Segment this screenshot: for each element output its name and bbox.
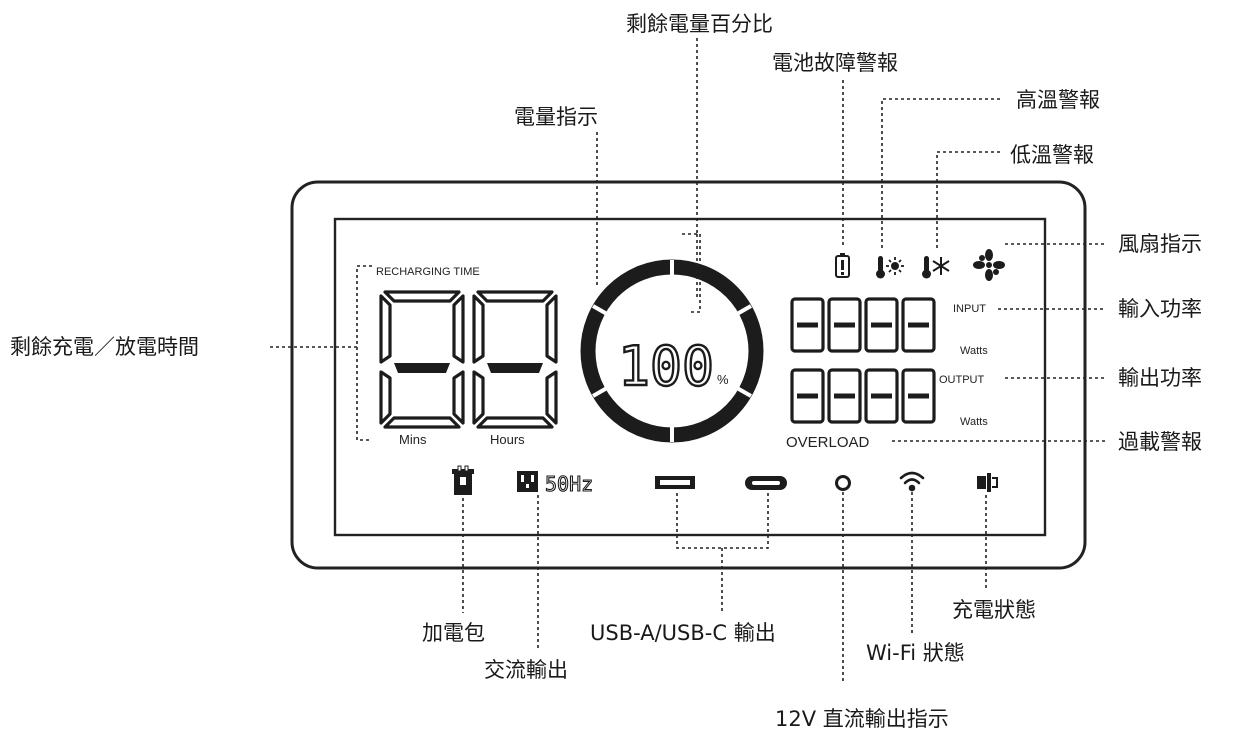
device-frame [290, 180, 1087, 570]
hours-label: Hours [490, 432, 525, 447]
charging-icon [977, 473, 998, 492]
input-digits [790, 297, 936, 353]
callout-output-power: 輸出功率 [1118, 366, 1202, 390]
watts-bottom-label: Watts [960, 416, 988, 428]
wifi-icon [899, 471, 925, 492]
output-label: OUTPUT [939, 374, 985, 386]
callout-dc-output: 12V 直流輸出指示 [775, 707, 949, 731]
watts-top-label: Watts [960, 345, 988, 357]
output-digits [790, 368, 936, 424]
callout-fan: 風扇指示 [1118, 232, 1202, 256]
callout-remaining-time: 剩餘充電／放電時間 [10, 335, 199, 359]
overload-label: OVERLOAD [786, 434, 870, 451]
callout-input-power: 輸入功率 [1118, 297, 1202, 321]
low-temp-icon [922, 256, 950, 279]
usb-a-icon [655, 476, 695, 489]
recharging-time-label: RECHARGING TIME [376, 266, 480, 278]
callout-charging: 充電狀態 [952, 598, 1036, 622]
percent-value: 100 [618, 335, 714, 398]
time-bracket [356, 265, 372, 441]
time-digit-hours [472, 290, 558, 429]
mins-label: Mins [399, 432, 427, 447]
callout-low-temp: 低溫警報 [1010, 143, 1094, 167]
high-temp-icon [876, 256, 904, 279]
callout-battery-fault: 電池故障警報 [772, 51, 898, 75]
percent-sign: % [717, 372, 729, 387]
callout-usb-output: USB-A/USB-C 輸出 [590, 621, 776, 645]
leader-lines [270, 38, 1106, 682]
extra-battery-icon [452, 465, 474, 495]
hz-label: 50Hz [545, 472, 593, 496]
callout-extra-battery: 加電包 [422, 621, 485, 645]
usb-c-icon [745, 476, 787, 490]
battery-level-ring [580, 259, 764, 443]
callout-wifi: Wi-Fi 狀態 [866, 641, 965, 665]
dc-output-icon [835, 475, 851, 491]
callout-high-temp: 高溫警報 [1016, 88, 1100, 112]
callout-battery-level: 電量指示 [514, 105, 598, 129]
lcd-screen [333, 217, 1047, 537]
ac-outlet-icon [517, 471, 538, 492]
fan-icon [973, 249, 1005, 281]
callout-remaining-percent: 剩餘電量百分比 [626, 12, 773, 36]
time-digit-mins [379, 290, 465, 429]
callout-ac-output: 交流輸出 [484, 658, 568, 682]
input-label: INPUT [953, 303, 986, 315]
callout-overload: 過載警報 [1118, 430, 1202, 454]
battery-fault-icon [835, 253, 850, 278]
